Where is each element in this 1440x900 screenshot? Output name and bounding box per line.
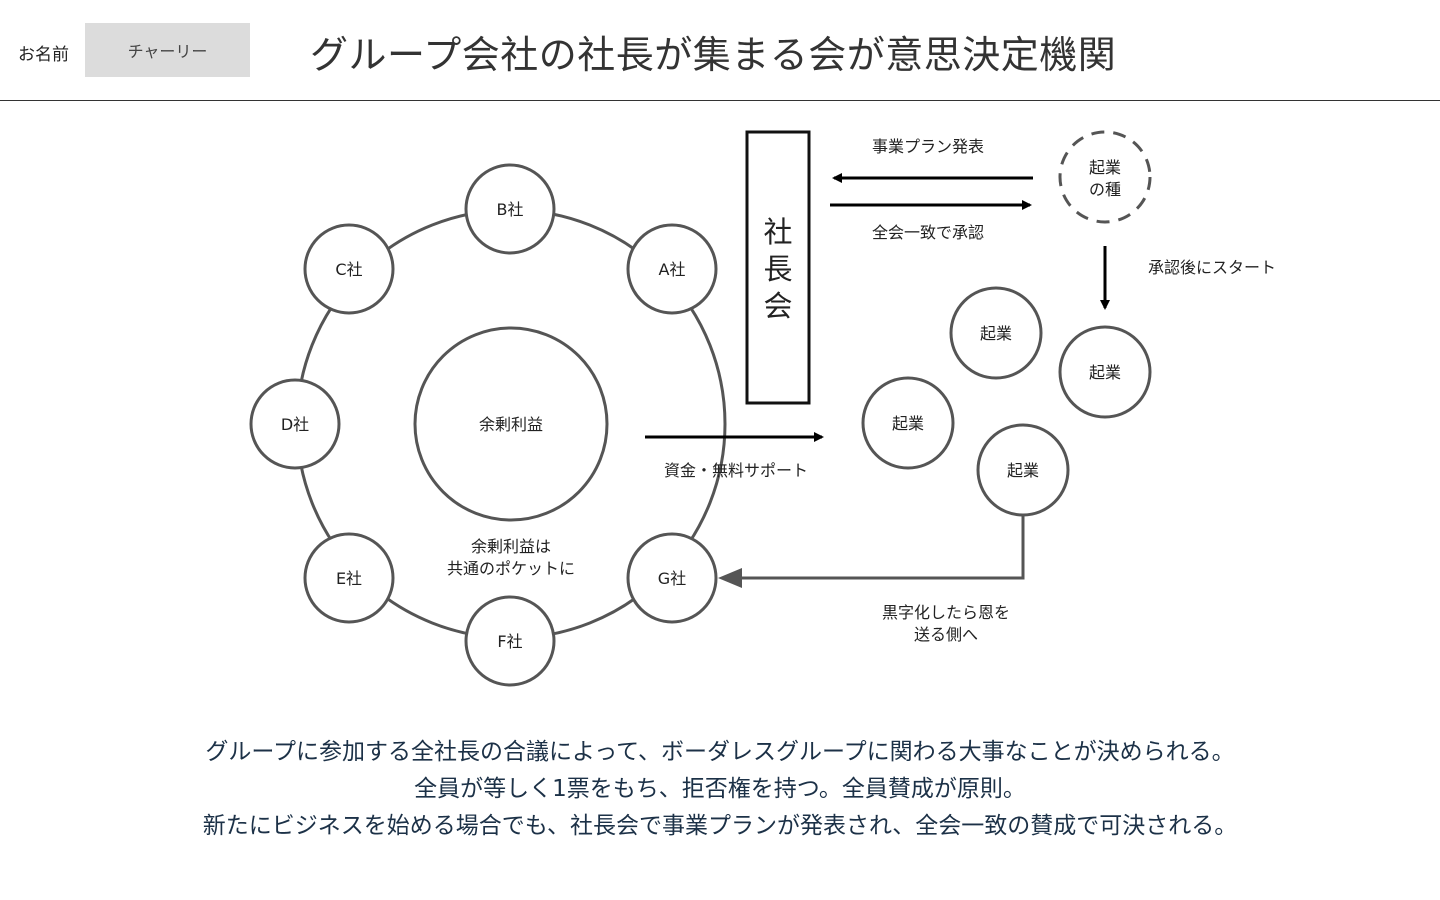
company-label: B社 <box>497 200 524 219</box>
council-label-3: 会 <box>763 289 792 323</box>
company-label: C社 <box>335 260 362 279</box>
header: お名前 チャーリー グループ会社の社長が集まる会が意思決定機関 <box>0 0 1440 101</box>
council-label-1: 社 <box>763 215 792 249</box>
plan-announce-label: 事業プラン発表 <box>872 137 984 156</box>
payforward-arrowhead <box>718 568 742 588</box>
pocket-label-line1: 余剰利益は <box>471 537 551 556</box>
company-label: A社 <box>659 260 686 279</box>
start-label: 承認後にスタート <box>1148 258 1276 277</box>
seed-label-line2: の種 <box>1089 180 1121 199</box>
company-label: D社 <box>281 415 309 434</box>
surplus-label: 余剰利益 <box>479 415 543 434</box>
company-node-a: A社 <box>626 223 718 315</box>
description: グループに参加する全社長の合議によって、ボーダレスグループに関わる大事なことが決… <box>0 734 1440 845</box>
payforward-label-line2: 送る側へ <box>914 625 978 644</box>
company-node-c: C社 <box>303 223 395 315</box>
name-field[interactable]: チャーリー <box>85 23 250 77</box>
approval-label: 全会一致で承認 <box>872 223 984 242</box>
startup-node: 起業 <box>1058 325 1152 419</box>
startup-node: 起業 <box>861 376 955 470</box>
company-node-f: F社 <box>464 595 556 687</box>
startup-label: 起業 <box>892 414 924 433</box>
startup-label: 起業 <box>980 324 1012 343</box>
council-label-2: 長 <box>763 252 792 286</box>
startup-label: 起業 <box>1007 461 1039 480</box>
seed-label-line1: 起業 <box>1089 158 1121 177</box>
payforward-label-line1: 黒字化したら恩を <box>882 603 1010 622</box>
startup-node: 起業 <box>949 286 1043 380</box>
description-line-2: 全員が等しく1票をもち、拒否権を持つ。全員賛成が原則。 <box>414 776 1026 802</box>
payforward-connector <box>742 515 1025 580</box>
name-label: お名前 <box>18 45 69 65</box>
startup-seed <box>1058 130 1152 224</box>
company-node-d: D社 <box>249 378 341 470</box>
funding-label: 資金・無料サポート <box>664 461 808 480</box>
council-box <box>745 130 811 405</box>
company-node-g: G社 <box>626 532 718 624</box>
company-node-b: B社 <box>464 163 556 255</box>
description-line-3: 新たにビジネスを始める場合でも、社長会で事業プランが発表され、全会一致の賛成で可… <box>202 813 1238 839</box>
page-title: グループ会社の社長が集まる会が意思決定機関 <box>310 33 1117 77</box>
company-node-e: E社 <box>303 532 395 624</box>
description-line-1: グループに参加する全社長の合議によって、ボーダレスグループに関わる大事なことが決… <box>205 739 1235 765</box>
company-label: F社 <box>497 632 522 651</box>
company-label: G社 <box>658 569 686 588</box>
surplus-circle <box>413 326 609 522</box>
company-label: E社 <box>336 569 362 588</box>
startup-label: 起業 <box>1089 363 1121 382</box>
startup-node: 起業 <box>976 423 1070 517</box>
pocket-label-line2: 共通のポケットに <box>447 559 575 578</box>
